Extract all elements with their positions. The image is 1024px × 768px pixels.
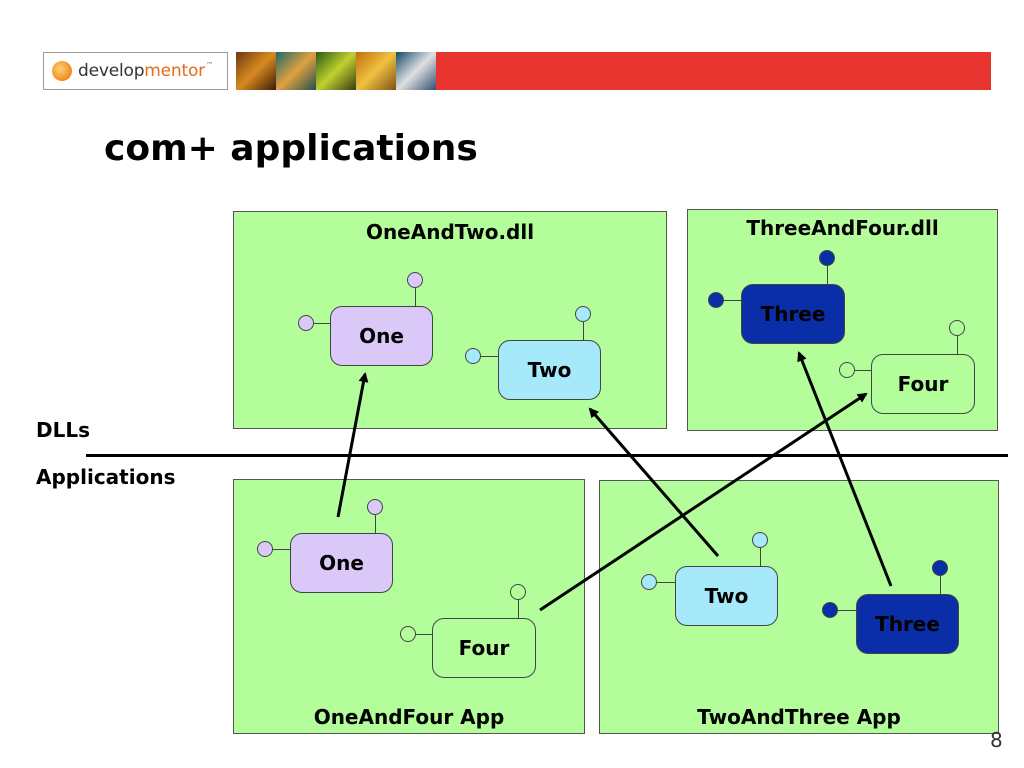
banner-photo	[276, 52, 316, 90]
app-component-one: One	[290, 533, 393, 593]
interface-stick	[855, 370, 872, 371]
dll-application-divider	[86, 454, 1008, 457]
dll-component-one: One	[330, 306, 433, 366]
banner-photo-strip	[236, 52, 436, 90]
developmentor-logo: developmentor™	[43, 52, 228, 90]
interface-lollipop-icon	[257, 541, 273, 557]
interface-lollipop-icon	[298, 315, 314, 331]
interface-lollipop-icon	[822, 602, 838, 618]
interface-lollipop-icon	[400, 626, 416, 642]
container-title: OneAndFour App	[313, 705, 505, 729]
logo-text-develop: develop	[78, 61, 145, 81]
interface-lollipop-icon	[575, 306, 591, 322]
dll-component-four: Four	[871, 354, 975, 414]
interface-lollipop-icon	[407, 272, 423, 288]
interface-stick	[724, 300, 742, 301]
arrow-app-two-to-dll-two	[588, 407, 720, 557]
arrow-app-one-to-dll-one	[336, 372, 369, 518]
dlls-label: DLLs	[36, 418, 90, 442]
interface-stick	[481, 356, 499, 357]
interface-stick	[583, 322, 584, 340]
banner-photo	[316, 52, 356, 90]
interface-lollipop-icon	[367, 499, 383, 515]
interface-stick	[273, 549, 291, 550]
interface-stick	[957, 336, 958, 354]
banner-photo	[356, 52, 396, 90]
interface-lollipop-icon	[819, 250, 835, 266]
app-component-two: Two	[675, 566, 778, 626]
interface-lollipop-icon	[641, 574, 657, 590]
interface-lollipop-icon	[708, 292, 724, 308]
interface-lollipop-icon	[932, 560, 948, 576]
arrow-app-three-to-dll-three	[797, 351, 893, 587]
one-and-four-app-container: OneAndFour App	[233, 479, 585, 734]
interface-lollipop-icon	[510, 584, 526, 600]
banner-red-bar	[436, 52, 991, 90]
banner-photo	[396, 52, 436, 90]
interface-stick	[416, 634, 433, 635]
dll-component-two: Two	[498, 340, 601, 400]
page-number: 8	[990, 728, 1003, 752]
interface-stick	[657, 582, 675, 583]
applications-label: Applications	[36, 465, 176, 489]
container-title: ThreeAndFour.dll	[746, 216, 939, 240]
interface-stick	[314, 323, 331, 324]
logo-text-mentor: mentor	[144, 61, 205, 81]
app-component-three: Three	[856, 594, 959, 654]
dll-component-three: Three	[741, 284, 845, 344]
interface-lollipop-icon	[839, 362, 855, 378]
arrow-app-four-to-dll-four	[539, 392, 868, 612]
logo-text: developmentor™	[78, 61, 213, 81]
interface-stick	[827, 266, 828, 284]
interface-stick	[940, 576, 941, 594]
container-title: OneAndTwo.dll	[365, 220, 535, 244]
container-title: TwoAndThree App	[697, 705, 901, 729]
interface-stick	[375, 515, 376, 533]
interface-stick	[415, 288, 416, 306]
logo-trademark: ™	[205, 61, 213, 69]
banner-photo	[236, 52, 276, 90]
logo-icon	[52, 61, 72, 81]
app-component-four: Four	[432, 618, 536, 678]
interface-lollipop-icon	[949, 320, 965, 336]
interface-stick	[760, 548, 761, 566]
interface-lollipop-icon	[752, 532, 768, 548]
slide-title: com+ applications	[104, 128, 478, 169]
interface-stick	[838, 610, 856, 611]
interface-lollipop-icon	[465, 348, 481, 364]
interface-stick	[518, 600, 519, 618]
